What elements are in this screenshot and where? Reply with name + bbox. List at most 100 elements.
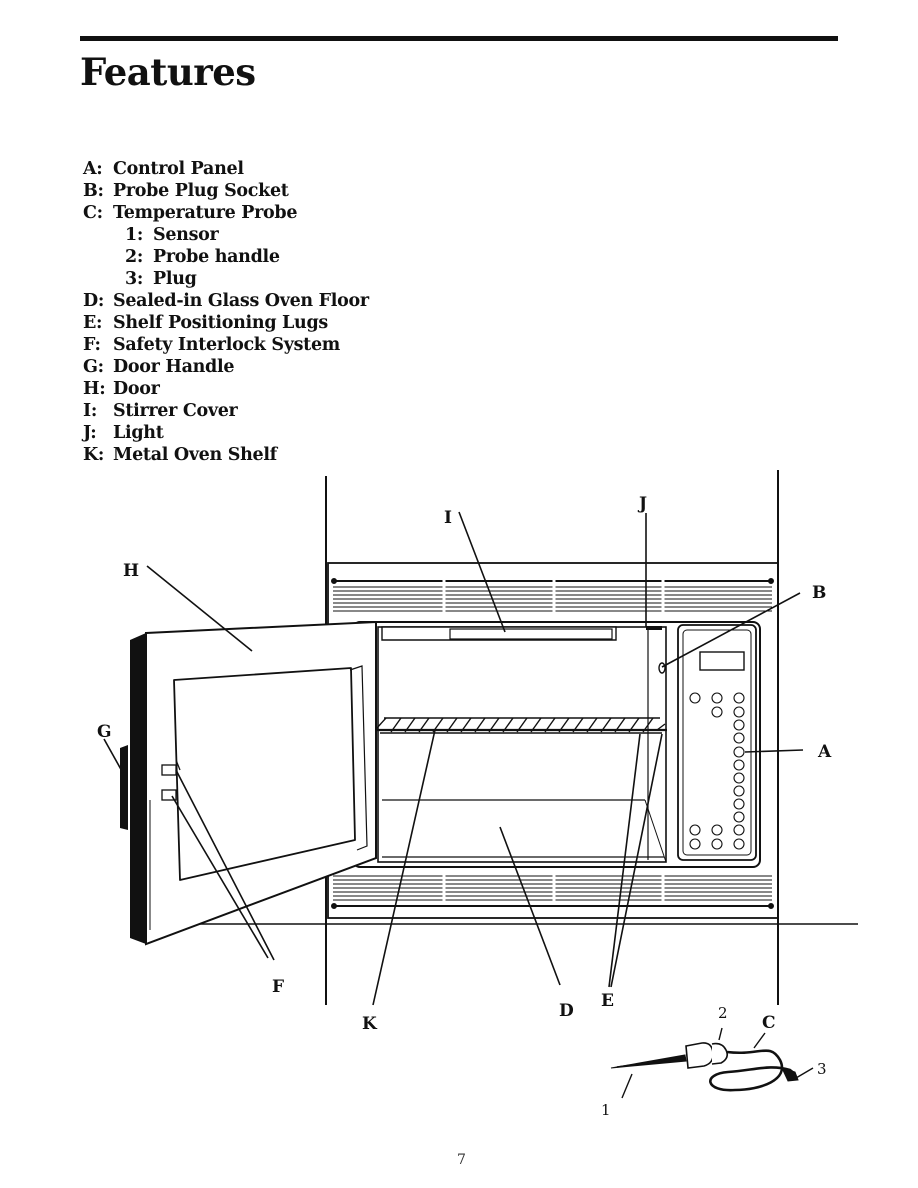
legend-item-i: I: Stirrer Cover [83, 400, 369, 422]
metal-oven-shelf [375, 717, 667, 734]
legend-label: Metal Oven Shelf [113, 445, 277, 465]
keypad-button [689, 824, 701, 836]
callout-c: C [762, 1013, 776, 1033]
keypad-button [733, 719, 745, 731]
control-keypad [689, 692, 745, 850]
legend-item-g: G: Door Handle [83, 356, 369, 378]
keypad-button [733, 824, 745, 836]
callout-g: G [97, 722, 112, 742]
legend-label: Stirrer Cover [113, 401, 238, 421]
leader-c [753, 1032, 766, 1049]
leader-1 [621, 1073, 633, 1099]
oven-body [327, 562, 779, 919]
page-title: Features [80, 50, 256, 94]
keypad-button [711, 824, 723, 836]
keypad-button [733, 692, 745, 704]
leader-g [103, 738, 124, 774]
callout-b: B [812, 583, 826, 603]
legend-label: Door Handle [113, 357, 235, 377]
callout-probe-3: 3 [817, 1060, 827, 1078]
feature-legend: A: Control Panel B: Probe Plug Socket C: Te… [83, 158, 369, 466]
callout-i: I [444, 508, 452, 528]
leader-a [744, 749, 804, 753]
keypad-button [689, 692, 701, 704]
leader-f2 [171, 795, 269, 959]
keypad-button [733, 811, 745, 823]
top-rule [80, 36, 838, 41]
stirrer-cover [449, 628, 613, 640]
keypad-button [733, 772, 745, 784]
keypad-button [711, 838, 723, 850]
legend-item-b: B: Probe Plug Socket [83, 180, 369, 202]
legend-key: I: [83, 401, 98, 421]
legend-label: Light [113, 423, 164, 443]
callout-k: K [362, 1014, 378, 1034]
keypad-button [733, 838, 745, 850]
keypad-button [733, 785, 745, 797]
legend-key: D: [83, 291, 105, 311]
legend-key: F: [83, 335, 101, 355]
keypad-button [711, 706, 723, 718]
callout-d: D [559, 1001, 574, 1021]
legend-key: 1: [125, 225, 144, 245]
legend-item-d: D: Sealed-in Glass Oven Floor [83, 290, 369, 312]
legend-key: C: [83, 203, 103, 223]
light-cover [646, 626, 662, 630]
keypad-button [733, 746, 745, 758]
keypad-button [733, 759, 745, 771]
callout-leaders [103, 511, 814, 1099]
leader-h [146, 565, 253, 652]
top-vent-grille [331, 578, 774, 612]
legend-item-j: J: Light [83, 422, 369, 444]
legend-label: Safety Interlock System [113, 335, 341, 355]
legend-label: Probe Plug Socket [113, 181, 289, 201]
legend-label: Control Panel [113, 159, 244, 179]
leader-k [372, 729, 436, 1006]
bottom-vent-grille [331, 874, 774, 909]
safety-interlock-catches [161, 759, 181, 801]
legend-label: Door [113, 379, 160, 399]
legend-item-f: F: Safety Interlock System [83, 334, 369, 356]
oven-door [130, 620, 377, 946]
legend-key: 3: [125, 269, 144, 289]
page-number: 7 [457, 1152, 466, 1168]
callout-labels: H I J B A G F K D E C 2 3 1 [97, 494, 832, 1119]
legend-label: Probe handle [153, 247, 280, 267]
leader-2 [718, 1027, 723, 1041]
leader-e1 [608, 733, 641, 988]
legend-label: Sealed-in Glass Oven Floor [113, 291, 369, 311]
legend-item-c: C: Temperature Probe [83, 202, 369, 224]
legend-item-h: H:Door [83, 378, 369, 400]
callout-j: J [637, 494, 647, 514]
keypad-button [733, 732, 745, 744]
legend-item-e: E:Shelf Positioning Lugs [83, 312, 369, 334]
leader-d [499, 826, 561, 986]
door-handle [120, 745, 128, 830]
legend-item-c3: 3:Plug [83, 268, 369, 290]
legend-item-c1: 1: Sensor [83, 224, 369, 246]
temperature-probe [610, 1042, 799, 1092]
oven-cavity [377, 626, 667, 863]
legend-key: A: [83, 159, 103, 179]
leader-b [661, 592, 801, 668]
legend-key: B: [83, 181, 104, 201]
legend-label: Sensor [153, 225, 219, 245]
keypad-button [711, 692, 723, 704]
legend-label: Temperature Probe [113, 203, 298, 223]
leader-3 [795, 1067, 814, 1079]
legend-key: J: [83, 423, 97, 443]
probe-socket [658, 662, 666, 674]
callout-a: A [817, 742, 832, 762]
legend-item-c2: 2:Probe handle [83, 246, 369, 268]
legend-item-k: K: Metal Oven Shelf [83, 444, 369, 466]
leader-i [458, 511, 506, 633]
legend-key: K: [83, 445, 105, 465]
keypad-button [733, 706, 745, 718]
callout-h: H [123, 561, 139, 581]
callout-e: E [601, 991, 614, 1011]
leader-f1 [175, 769, 275, 961]
leader-e2 [610, 733, 663, 988]
legend-item-a: A: Control Panel [83, 158, 369, 180]
legend-key: G: [83, 357, 104, 377]
